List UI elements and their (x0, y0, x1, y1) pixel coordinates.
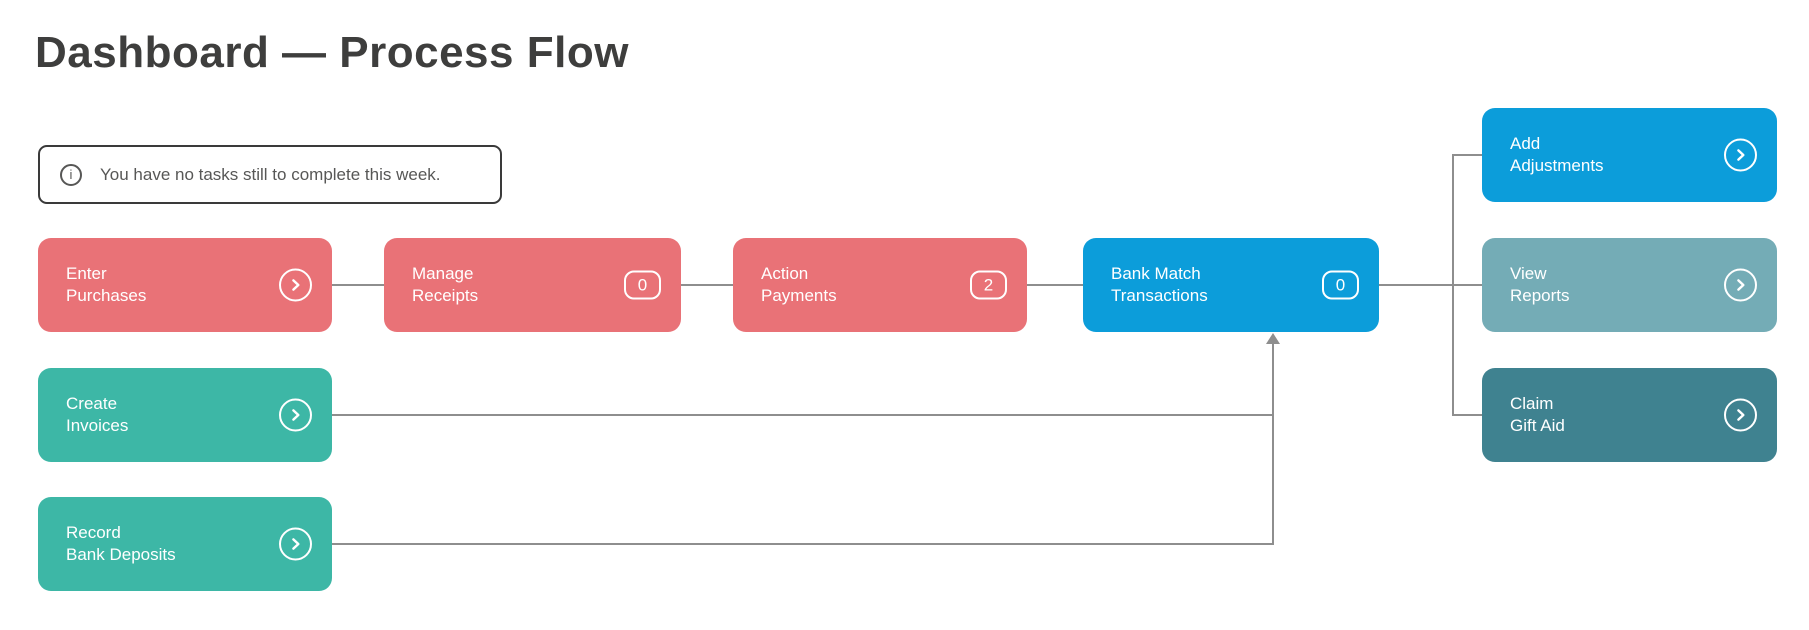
node-label: Record Bank Deposits (66, 523, 176, 564)
node-action-payments[interactable]: Action Payments 2 (733, 238, 1027, 332)
node-label: Claim Gift Aid (1510, 394, 1565, 435)
node-view-reports[interactable]: View Reports (1482, 238, 1777, 332)
node-label: Manage Receipts (412, 264, 479, 305)
connector-line (332, 284, 384, 286)
connector-line (681, 284, 733, 286)
node-add-adjustments[interactable]: Add Adjustments (1482, 108, 1777, 202)
node-manage-receipts[interactable]: Manage Receipts 0 (384, 238, 681, 332)
info-icon: i (60, 163, 82, 186)
notice-banner: i You have no tasks still to complete th… (38, 145, 502, 204)
connector-line (1452, 154, 1482, 156)
connector-line (332, 543, 1274, 545)
chevron-right-icon (279, 398, 312, 432)
node-enter-purchases[interactable]: Enter Purchases (38, 238, 332, 332)
notice-text: You have no tasks still to complete this… (100, 164, 441, 184)
node-label: Action Payments (761, 264, 837, 305)
node-label: Enter Purchases (66, 264, 147, 305)
connector-line (1452, 154, 1454, 416)
page-title: Dashboard — Process Flow (35, 28, 629, 77)
node-claim-gift-aid[interactable]: Claim Gift Aid (1482, 368, 1777, 462)
chevron-right-icon (1724, 268, 1757, 302)
chevron-right-icon (1724, 138, 1757, 172)
count-badge: 0 (1322, 270, 1359, 300)
count-badge: 0 (624, 270, 661, 300)
count-badge: 2 (970, 270, 1007, 300)
arrow-up-icon (1266, 333, 1280, 344)
node-label: Add Adjustments (1510, 134, 1604, 175)
chevron-right-icon (279, 268, 312, 302)
node-label: View Reports (1510, 264, 1570, 305)
connector-line (1272, 342, 1274, 545)
node-record-bank-deposits[interactable]: Record Bank Deposits (38, 497, 332, 591)
connector-line (1452, 414, 1482, 416)
node-label: Bank Match Transactions (1111, 264, 1208, 305)
node-label: Create Invoices (66, 394, 129, 435)
node-create-invoices[interactable]: Create Invoices (38, 368, 332, 462)
node-bank-match-transactions[interactable]: Bank Match Transactions 0 (1083, 238, 1379, 332)
connector-line (1027, 284, 1083, 286)
connector-line (1379, 284, 1482, 286)
chevron-right-icon (1724, 398, 1757, 432)
connector-line (332, 414, 1274, 416)
chevron-right-icon (279, 527, 312, 561)
